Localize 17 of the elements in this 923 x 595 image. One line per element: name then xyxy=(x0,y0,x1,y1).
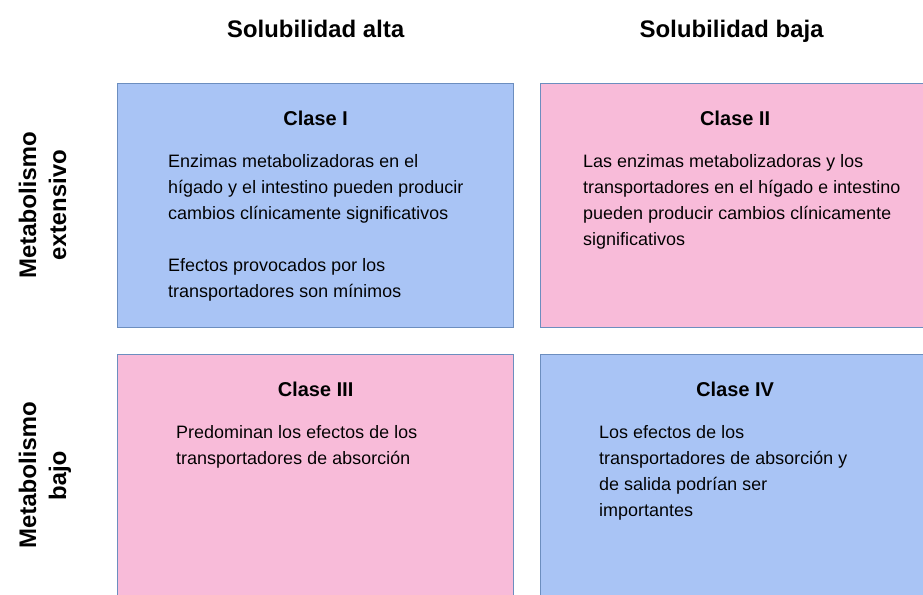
column-header: Solubilidad baja xyxy=(638,16,825,44)
class-heading: Clase III xyxy=(278,379,354,402)
class-heading: Clase IV xyxy=(696,379,774,402)
class-description: Los efectos de los transportadores de absorción y de salida podrían ser importantes xyxy=(599,421,848,522)
class-box xyxy=(117,83,514,328)
class-description: Enzimas metabolizadoras en el hígado y el intestino pueden producir cambios clínicamente significativos xyxy=(168,150,464,225)
class-box xyxy=(540,83,923,328)
class-description: Las enzimas metabolizadoras y los transportadores en el hígado e intestino pueden producir cambios clínicamente significativos xyxy=(583,150,902,251)
class-box xyxy=(540,354,923,595)
column-header: Solubilidad alta xyxy=(226,16,406,44)
class-heading: Clase I xyxy=(283,108,348,131)
class-box xyxy=(117,354,514,595)
class-heading: Clase II xyxy=(700,108,770,131)
class-description: Efectos provocados por los transportadores son mínimos xyxy=(168,254,402,303)
row-header: Metabolismo bajo xyxy=(14,400,73,550)
row-header: Metabolismo extensivo xyxy=(14,130,73,280)
class-description: Predominan los efectos de los transportadores de absorción xyxy=(176,421,418,470)
